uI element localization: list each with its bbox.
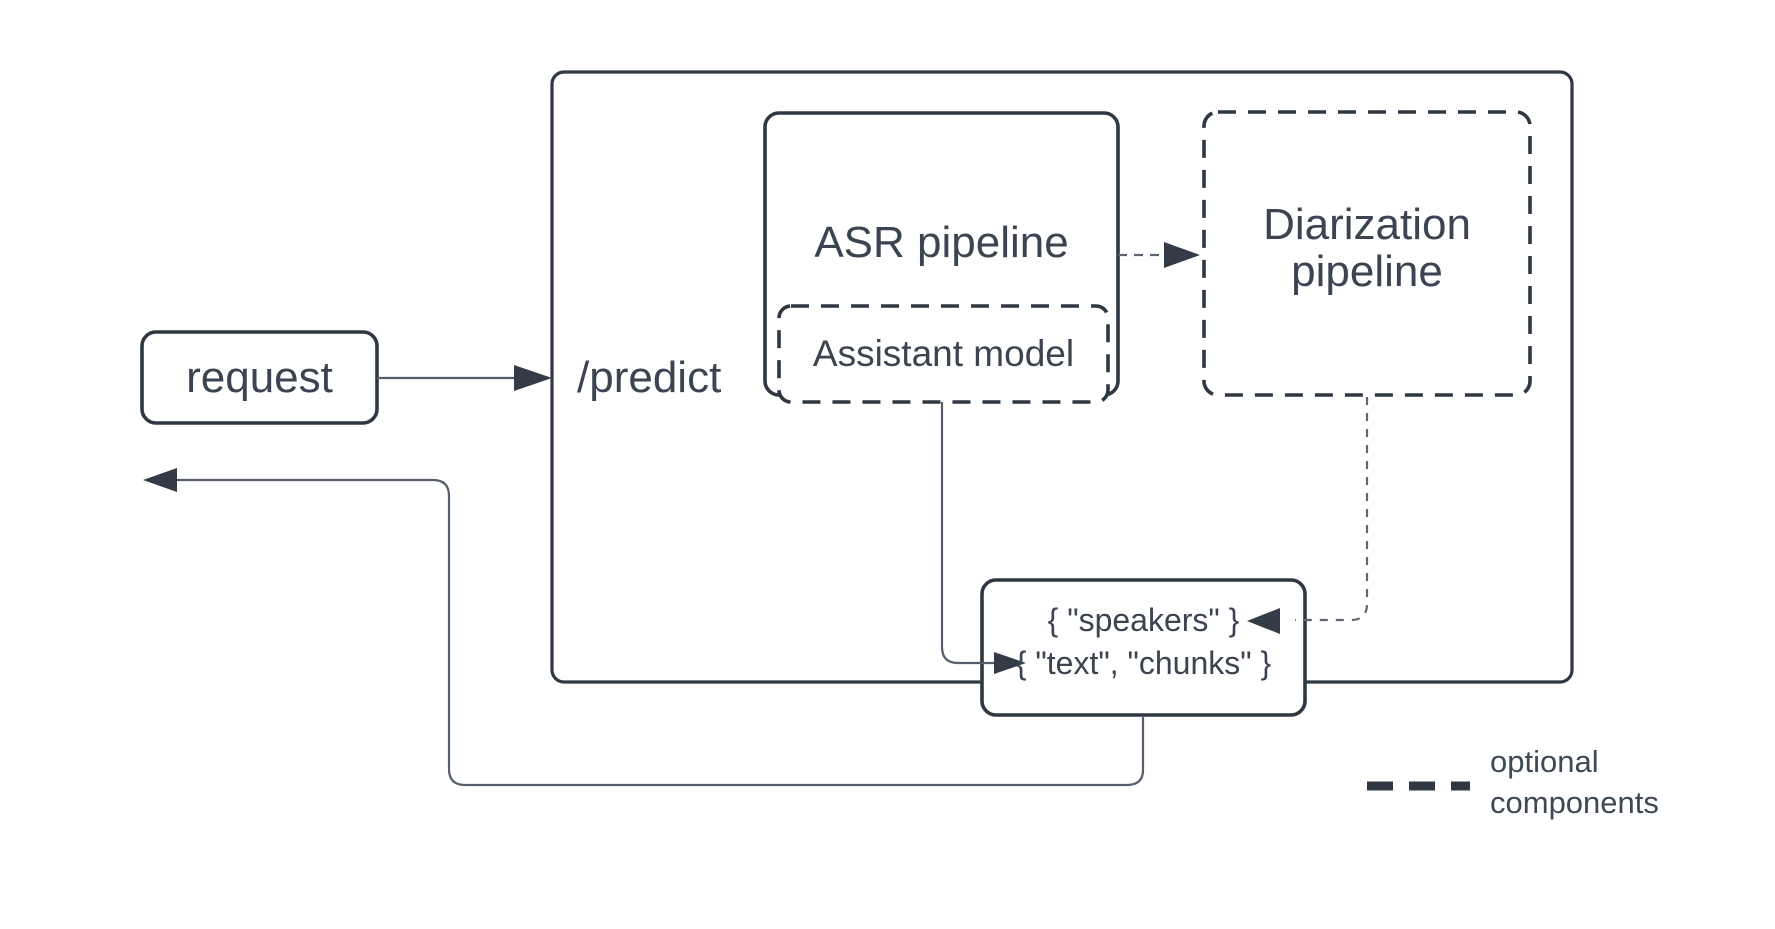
speakers-arrowhead-icon <box>1247 608 1280 634</box>
assistant-model-label: Assistant model <box>812 333 1075 374</box>
diarization-label-line2: pipeline <box>1291 247 1443 296</box>
diarization-pipeline-label: Diarization pipeline <box>1204 201 1530 295</box>
asr-to-diarization-arrowhead-icon <box>1164 242 1200 268</box>
response-box <box>980 578 1307 717</box>
diarization-pipeline-box <box>1202 110 1532 397</box>
response-text-chunks-line: { "text", "chunks" } <box>1015 644 1272 681</box>
legend-label: optional components <box>1490 741 1659 823</box>
response-speakers-line: { "speakers" } <box>1047 601 1240 638</box>
diarization-to-response-connector <box>1295 397 1369 622</box>
assistant-to-response-connector <box>940 402 994 665</box>
assistant-model-box <box>777 304 1110 404</box>
request-label: request <box>186 352 333 402</box>
response-return-connector <box>177 478 1145 787</box>
response-payload-label: { "speakers" } { "text", "chunks" } <box>982 580 1305 715</box>
request-arrowhead-icon <box>514 365 552 391</box>
return-arrowhead-icon <box>143 468 177 492</box>
diarization-label-line1: Diarization <box>1263 200 1471 249</box>
legend-label-line2: components <box>1490 785 1659 820</box>
text-chunks-arrowhead-icon <box>994 652 1026 674</box>
legend-label-line1: optional <box>1490 744 1599 779</box>
asr-pipeline-label: ASR pipeline <box>814 218 1069 267</box>
predict-endpoint-label: /predict <box>577 353 722 402</box>
